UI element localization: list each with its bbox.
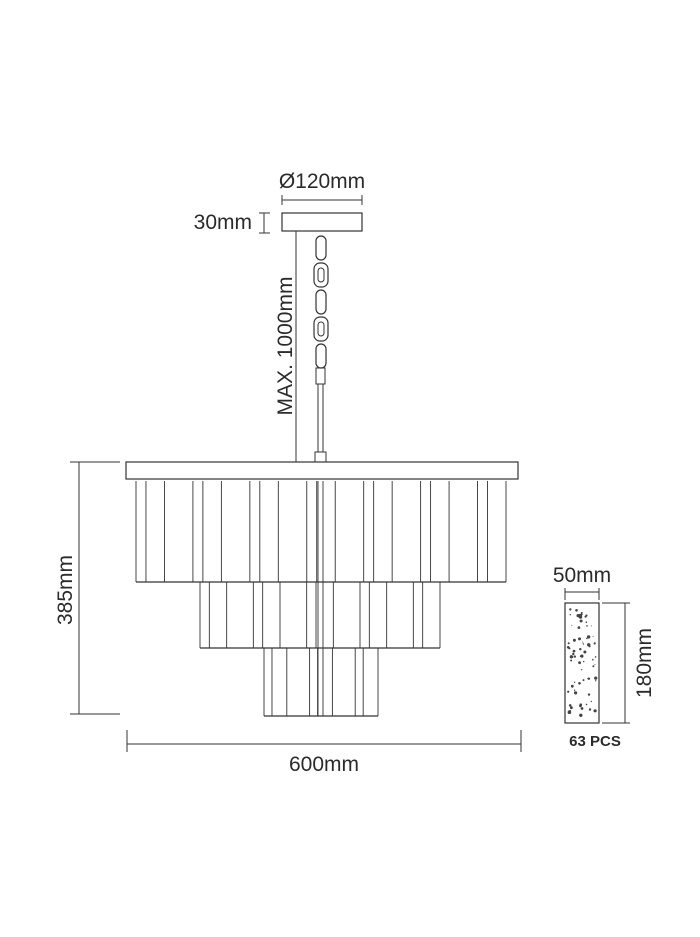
suspension-rod (296, 367, 327, 463)
crystal-speckle (579, 619, 583, 623)
crystal-speckle (573, 655, 576, 658)
crystal-speckle (578, 637, 581, 641)
canopy-height-label: 30mm (194, 211, 252, 234)
crystal-speckle (580, 707, 584, 710)
chain-link (315, 235, 327, 261)
crystal-speckle (592, 636, 594, 638)
crystal-speckle (592, 658, 594, 661)
crystal-speckle (578, 682, 581, 685)
crystal-speckle (573, 681, 576, 683)
crystal-speckle (585, 621, 588, 623)
crystal-count-label: 63 PCS (569, 733, 621, 750)
crystal-speckle (592, 665, 595, 668)
crystal-speckle (588, 708, 592, 711)
chain-link-inner (317, 321, 325, 337)
canopy-height-dimension: 30mm (194, 211, 270, 234)
crystal-tier-top (135, 481, 507, 583)
chain-link (313, 316, 329, 342)
crystal-speckle (593, 642, 596, 645)
crystal-speckle (577, 626, 581, 629)
crystal-speckle (572, 652, 575, 656)
crystal-speckle (587, 643, 591, 647)
crystal-speckle (585, 703, 588, 706)
crystal-speckle (584, 615, 587, 618)
crystal-speckle (579, 713, 583, 717)
crystal-detail: 50mm 180mm 63 PCS (553, 564, 656, 750)
crystal-speckle (571, 624, 573, 626)
crystal-speckle (590, 700, 592, 703)
crystal-speckle (594, 676, 598, 680)
crystal-speckle (587, 677, 589, 680)
crystal-speckle (578, 661, 581, 665)
chain-link (313, 262, 329, 288)
crystal-speckle (587, 693, 591, 696)
crystal-speckle (573, 689, 576, 691)
crystal-speckle (583, 650, 587, 654)
crystal-speckle (582, 679, 585, 682)
crystal-speckle (567, 690, 570, 693)
crystal-speckle (594, 664, 596, 666)
chain-link (315, 289, 327, 315)
crystal-tier-middle (199, 582, 441, 649)
crystal-speckle (586, 625, 588, 627)
crystal-speckle (570, 684, 574, 688)
max-drop-label: MAX. 1000mm (274, 277, 297, 416)
crystal-speckle (593, 709, 597, 713)
crystal-speckle (583, 660, 585, 663)
suspension-chain (313, 235, 329, 369)
ceiling-canopy (281, 212, 363, 232)
crystal-speckle (586, 637, 588, 640)
crystal-tier-bottom (263, 481, 379, 717)
crystal-speckle (579, 655, 582, 657)
crystal-speckle (575, 609, 578, 612)
crystal-speckle (594, 656, 597, 658)
crystal-width-label: 50mm (553, 564, 611, 587)
crystal-speckle (569, 655, 574, 659)
crystal-speckle (570, 706, 573, 710)
crystal-height-label: 180mm (633, 628, 656, 698)
crystal-speckle (569, 608, 572, 611)
crystal-speckle (568, 704, 572, 707)
top-frame-ring (125, 461, 519, 480)
max-drop-dimension: MAX. 1000mm (274, 231, 297, 462)
crystal-speckle (579, 704, 582, 708)
crystal-speckle (582, 643, 584, 645)
crystal-speckle (569, 709, 571, 712)
height-dimension: 385mm (54, 461, 120, 715)
width-label: 600mm (289, 753, 359, 776)
crystal-speckle (578, 613, 583, 618)
canopy-diameter-dimension: Ø120mm (279, 170, 365, 205)
crystal-speckle (580, 611, 583, 614)
crystal-speckle (572, 649, 576, 653)
crystal-speckle (572, 638, 576, 642)
crystal-speckle (595, 680, 597, 682)
crystal-speckle (581, 669, 583, 671)
width-dimension: 600mm (126, 730, 522, 776)
crystal-speckle (586, 635, 591, 639)
crystal-speckle (582, 641, 584, 643)
crystal-speckle (568, 647, 571, 650)
crystal-texture (566, 608, 598, 717)
crystal-speckle (569, 614, 571, 616)
crystal-speckle (579, 648, 582, 651)
crystal-speckle (567, 642, 570, 645)
height-label: 385mm (54, 555, 77, 625)
chain-link (315, 343, 327, 369)
crystal-speckle (574, 691, 578, 695)
canopy-diameter-label: Ø120mm (279, 170, 365, 193)
chain-link-inner (317, 267, 325, 283)
crystal-speckle (590, 625, 592, 627)
crystal-speckle (580, 654, 584, 658)
crystal-speckle (570, 659, 573, 662)
